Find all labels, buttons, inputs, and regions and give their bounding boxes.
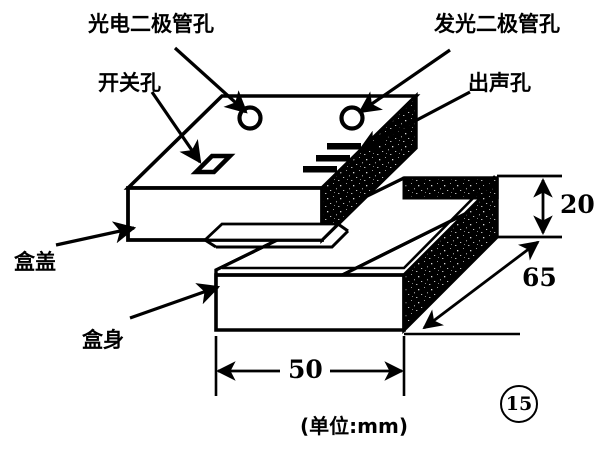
units-caption: (单位:mm) bbox=[300, 414, 408, 438]
sound-slots-icon bbox=[303, 143, 361, 173]
label-box-body: 盒身 bbox=[82, 328, 124, 352]
label-led-hole: 发光二极管孔 bbox=[434, 12, 560, 36]
dimension-value-width: 50 bbox=[288, 355, 323, 384]
led-hole-icon bbox=[339, 105, 365, 131]
label-sound-hole: 出声孔 bbox=[468, 71, 531, 95]
dimension-value-depth: 65 bbox=[522, 263, 557, 292]
figure-number-badge: 15 bbox=[500, 385, 538, 423]
label-photodiode-hole: 光电二极管孔 bbox=[88, 12, 214, 36]
label-box-lid: 盒盖 bbox=[14, 250, 56, 274]
label-switch-hole: 开关孔 bbox=[98, 71, 161, 95]
leader-lines bbox=[55, 46, 471, 320]
dimension-lines bbox=[214, 174, 562, 396]
dimension-value-height: 20 bbox=[560, 190, 595, 219]
switch-slot-icon bbox=[190, 153, 236, 175]
